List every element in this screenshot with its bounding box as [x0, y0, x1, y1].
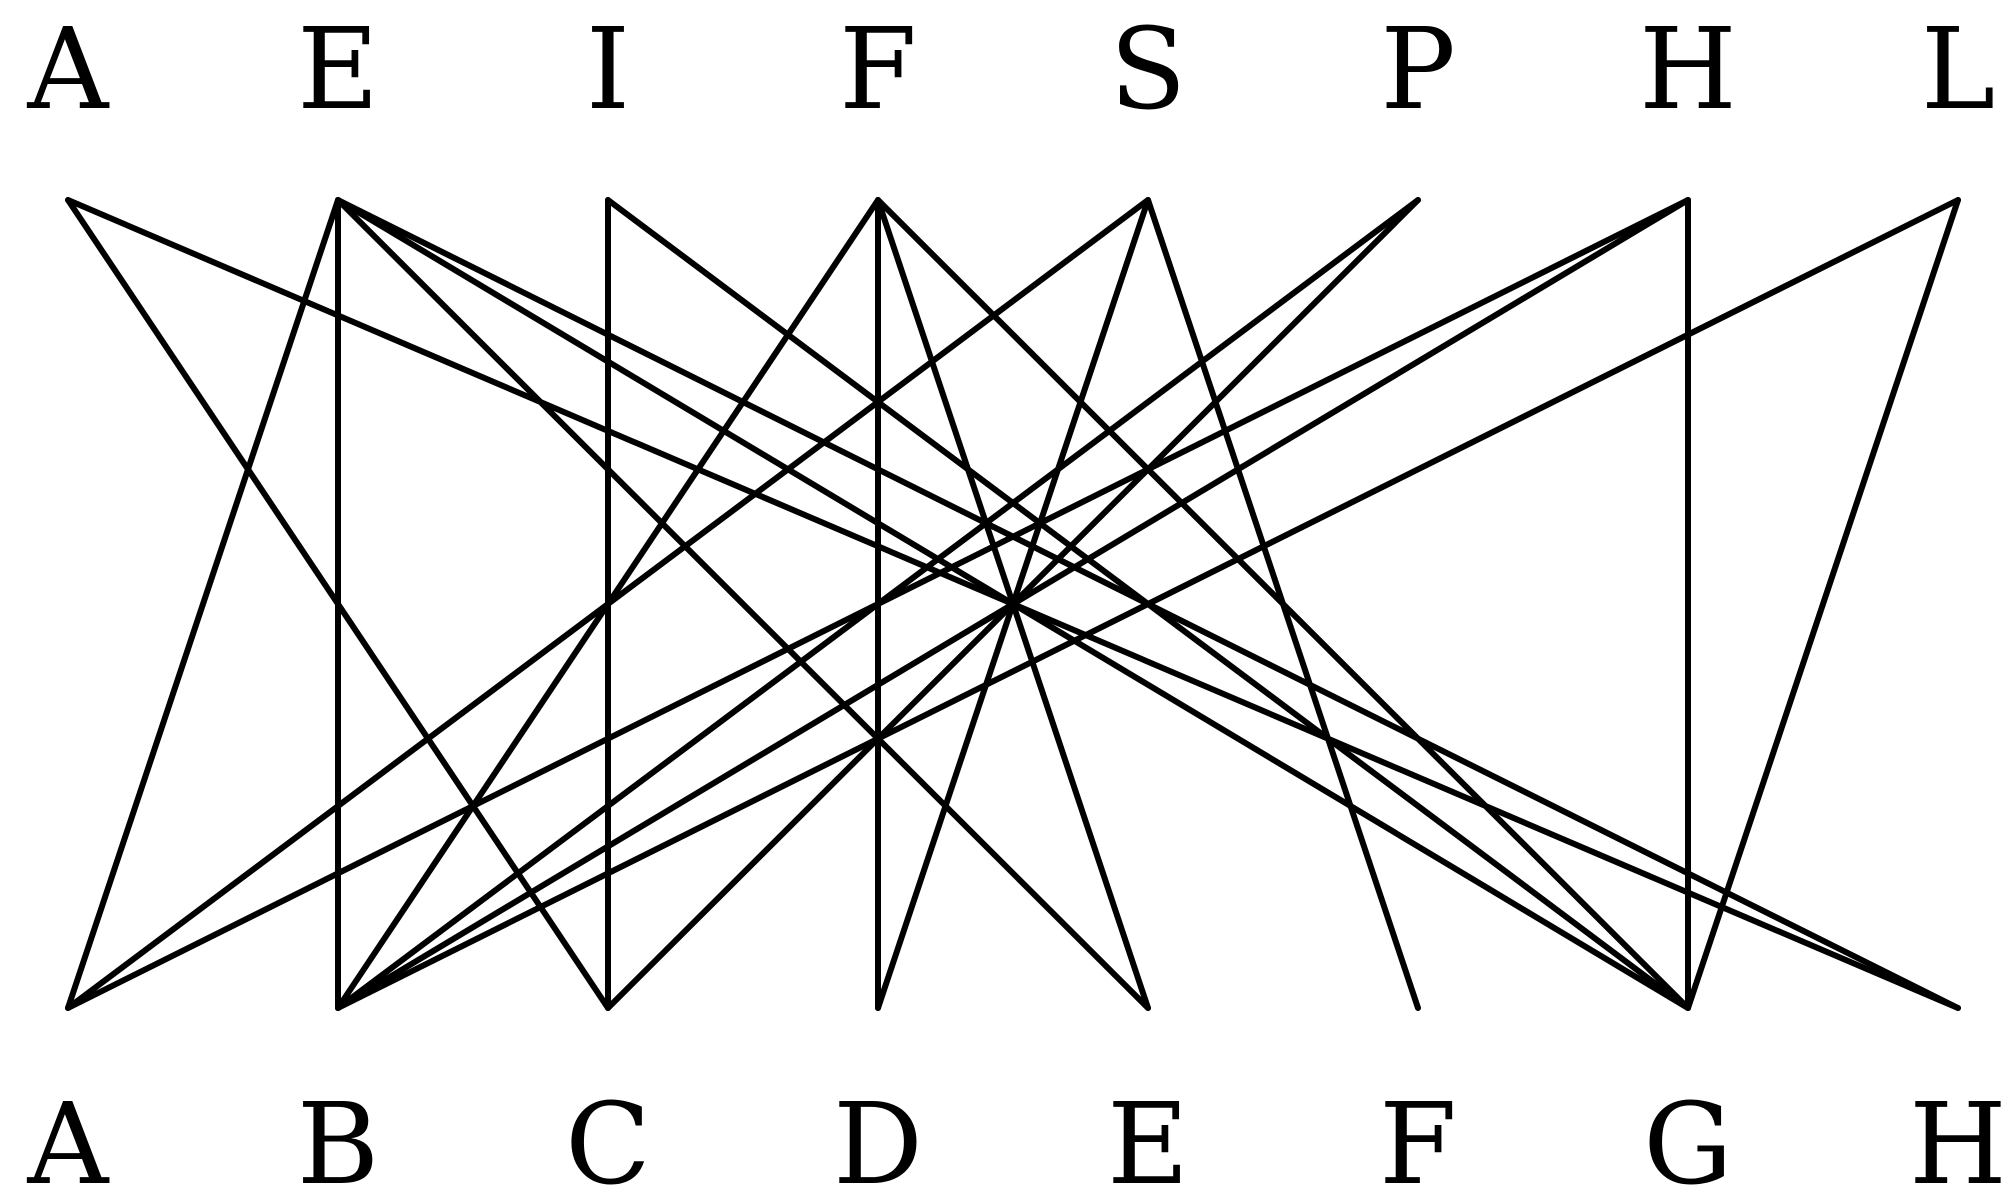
- edge-h-to-b: [335, 197, 1691, 1011]
- bottom-node-label-6: G: [1643, 1080, 1732, 1199]
- bottom-node-labels: A B C D E F G H: [27, 1080, 2007, 1199]
- edge-h-to-a: [65, 197, 1691, 1011]
- edge-l-to-g: [1685, 197, 1961, 1011]
- top-node-label-2: I: [586, 5, 630, 135]
- bottom-node-label-4: E: [1107, 1080, 1189, 1199]
- bottom-node-label-7: H: [1909, 1080, 2007, 1199]
- top-node-label-1: E: [297, 5, 379, 135]
- edge-e-to-e: [335, 197, 1151, 1011]
- top-node-label-7: L: [1921, 5, 1995, 135]
- edge-e-to-a: [65, 197, 341, 1011]
- top-node-label-4: S: [1110, 5, 1187, 135]
- top-node-label-6: H: [1639, 5, 1737, 135]
- edge-s-to-f: [1145, 197, 1421, 1011]
- bottom-node-label-2: C: [565, 1080, 651, 1199]
- top-node-label-0: A: [27, 5, 110, 135]
- bottom-node-label-3: D: [833, 1080, 923, 1199]
- bottom-node-label-1: B: [297, 1080, 379, 1199]
- edge-s-to-a: [65, 197, 1151, 1011]
- bottom-node-label-5: F: [1379, 1080, 1457, 1199]
- top-node-label-5: P: [1380, 5, 1455, 135]
- edges-layer: [65, 197, 1961, 1011]
- top-node-label-3: F: [839, 5, 917, 135]
- edge-l-to-b: [335, 197, 1961, 1011]
- bottom-node-label-0: A: [27, 1080, 110, 1199]
